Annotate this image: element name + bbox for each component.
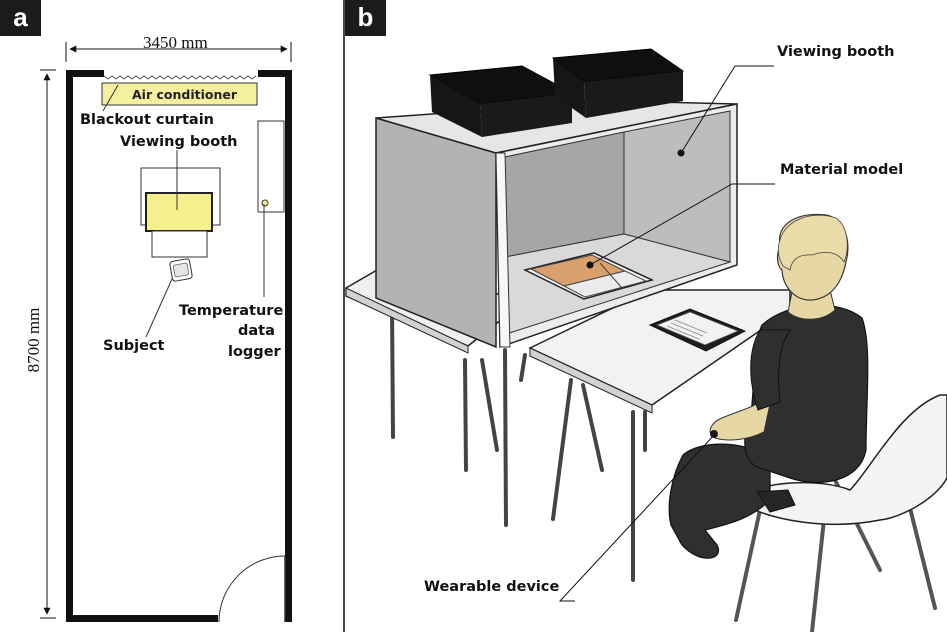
panel-label-a: a — [0, 0, 41, 36]
material-model — [522, 252, 655, 300]
table-legs — [390, 303, 647, 582]
scene — [345, 48, 947, 634]
lamp-icon — [428, 48, 685, 137]
wearable-device-label: Wearable device — [424, 579, 560, 595]
subject-label: Subject — [103, 338, 165, 354]
temperature-logger-dot — [261, 199, 269, 207]
tablet-icon — [648, 308, 747, 352]
person-icon — [668, 213, 869, 559]
temperature-label: Temperature — [179, 303, 284, 319]
wearable-device-marker — [710, 430, 718, 438]
height-dimension-label: 8700 mm — [24, 307, 43, 373]
door-swing-icon — [218, 555, 286, 623]
blackout-curtain-label: Blackout curtain — [80, 112, 214, 128]
chair-icon — [169, 258, 193, 282]
blackout-curtain — [103, 75, 257, 80]
scene-viewing-booth-label: Viewing booth — [777, 44, 895, 60]
width-dimension-label: 3450 mm — [143, 33, 208, 52]
room-walls — [66, 70, 292, 622]
viewing-booth-3d — [375, 100, 738, 349]
logger-cabinet — [257, 120, 285, 213]
viewing-booth-plan — [145, 192, 213, 232]
air-conditioner-unit — [101, 82, 258, 106]
floor-plan — [40, 42, 292, 623]
plan-viewing-booth-label: Viewing booth — [120, 134, 238, 150]
logger-label: logger — [228, 344, 281, 360]
air-conditioner-label: Air conditioner — [132, 87, 237, 102]
material-model-label: Material model — [780, 162, 904, 178]
plan-leader-lines — [102, 84, 265, 338]
scene-leader-lines — [558, 65, 775, 602]
front-table-plan — [151, 230, 208, 258]
data-label: data — [238, 323, 275, 339]
panel-label-b: b — [345, 0, 386, 36]
